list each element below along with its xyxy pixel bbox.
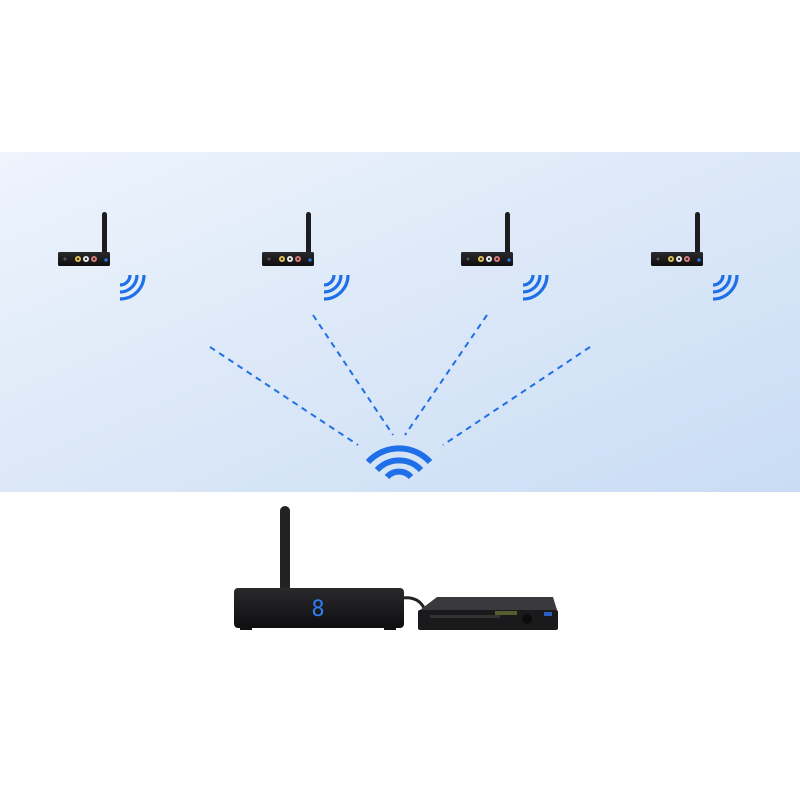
connection-cable [401, 596, 426, 609]
signal-path-1 [209, 346, 359, 446]
signal-path-3 [404, 314, 488, 436]
signal-paths [209, 314, 591, 446]
coverage-panel [0, 152, 800, 492]
wifi-icon [365, 445, 433, 480]
transmitter-display: 8 [311, 597, 324, 622]
signal-path-2 [312, 314, 394, 436]
media-player-device [418, 597, 558, 630]
transmitter-antenna [280, 506, 290, 592]
signal-path-4 [442, 346, 591, 446]
transmitter-device: 8 [234, 506, 426, 630]
